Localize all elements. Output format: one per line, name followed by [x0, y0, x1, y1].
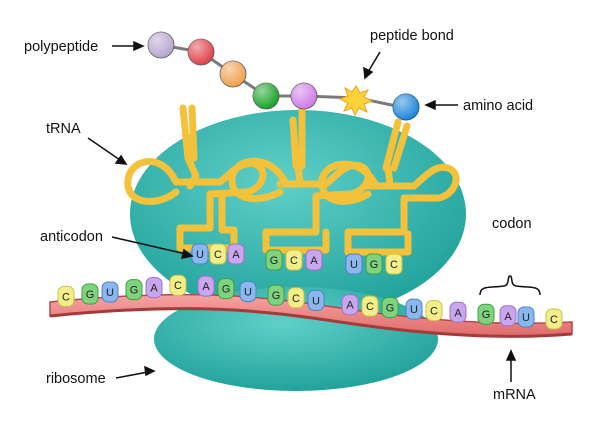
anticodon-base-letter: C [290, 255, 298, 267]
mrna-base-letter: G [222, 284, 231, 296]
anticodon-base: G [265, 249, 283, 271]
polypeptide-label: polypeptide [24, 39, 98, 55]
mrna-base-letter: C [174, 280, 182, 292]
anticodon-base-letter: U [350, 259, 358, 271]
mrna-base: G [477, 303, 495, 325]
trna-label: tRNA [46, 121, 81, 137]
amino-acid-bead-highlight [188, 39, 214, 65]
mrna-base-letter: A [504, 311, 512, 323]
amino-acid-bead-highlight [253, 83, 279, 109]
mrna-base-letter: G [482, 309, 491, 321]
mrna-base: A [499, 305, 517, 327]
mrna-base-letter: A [150, 283, 158, 295]
anticodon-base-letter: A [232, 249, 240, 261]
mrna-base: G [125, 279, 143, 301]
anticodon-base-letter: U [196, 249, 204, 261]
peptide-bond-label: peptide bond [370, 28, 454, 44]
mrna-base: U [101, 281, 119, 303]
mrna-base: C [361, 295, 379, 317]
peptide-bond-burst [338, 85, 374, 117]
anticodon-base-letter: G [270, 255, 279, 267]
anticodon-base-letter: C [390, 259, 398, 271]
mrna-base: C [545, 308, 563, 330]
amino-acid-bead-highlight [220, 61, 246, 87]
anticodon-base: U [345, 253, 363, 275]
mrna-base: A [197, 275, 215, 297]
mrna-base: C [287, 287, 305, 309]
mrna-base-letter: U [106, 287, 114, 299]
mrna-base: C [169, 274, 187, 296]
anticodon-base: C [209, 243, 227, 265]
mrna-base: G [267, 284, 285, 306]
amino-acid-label: amino acid [463, 98, 533, 114]
mrna-base: A [341, 294, 359, 316]
mrna-base-letter: A [346, 300, 354, 312]
mrna-base: C [425, 300, 443, 322]
mrna-base: A [449, 301, 467, 323]
mrna-base-letter: U [522, 312, 530, 324]
anticodon-base-letter: G [370, 259, 379, 271]
arrows [87, 40, 517, 382]
mrna-base-letter: G [386, 303, 395, 315]
mrna-base-letter: A [454, 307, 462, 319]
anticodon-base: A [227, 243, 245, 265]
mrna-base: G [217, 278, 235, 300]
amino-acid-bead-highlight [148, 32, 174, 58]
trna-molecules [124, 100, 460, 256]
mrna-base: G [81, 283, 99, 305]
mrna-base-letter: C [62, 291, 70, 303]
anticodon-base: G [365, 253, 383, 275]
anticodon-base-letter: C [214, 249, 222, 261]
mrna-base-letter: G [272, 290, 281, 302]
anticodon-base: U [191, 243, 209, 265]
mrna-base: G [381, 297, 399, 318]
codon-bracket [479, 275, 541, 296]
mrna-base-letter: U [410, 304, 418, 316]
anticodon-base: C [385, 253, 403, 275]
mrna-base-letter: A [202, 281, 210, 293]
labels: polypeptide peptide bond amino acid tRNA… [24, 28, 536, 403]
mrna-base-letter: U [312, 295, 320, 307]
trna-3 [318, 118, 460, 256]
mrna-base: A [145, 277, 163, 299]
anticodon-base-letter: A [310, 255, 318, 267]
mrna-base-letter: C [292, 293, 300, 305]
anticodon-label: anticodon [40, 229, 103, 245]
codon-label: codon [492, 216, 532, 232]
mrna-base: U [405, 298, 423, 320]
mrna-strand [49, 293, 573, 338]
mrna-base: U [307, 289, 325, 311]
mrna-base-letter: C [550, 314, 558, 326]
mrna-base-letter: G [86, 289, 95, 301]
mrna-base-letter: G [130, 285, 139, 297]
mrna-base-letter: C [366, 301, 374, 313]
mrna-base-letter: C [430, 306, 438, 318]
mrna-label: mRNA [493, 387, 536, 403]
anticodon-base: A [305, 249, 323, 271]
mrna-base: U [239, 281, 257, 303]
mrna-base: U [517, 306, 535, 328]
polypeptide-chain [147, 31, 420, 121]
mrna-base-letter: U [244, 287, 252, 299]
mrna-base: C [57, 285, 75, 307]
amino-acid-bead-highlight [291, 83, 317, 109]
ribosome-label: ribosome [46, 371, 106, 387]
anticodon-base: C [285, 249, 303, 271]
